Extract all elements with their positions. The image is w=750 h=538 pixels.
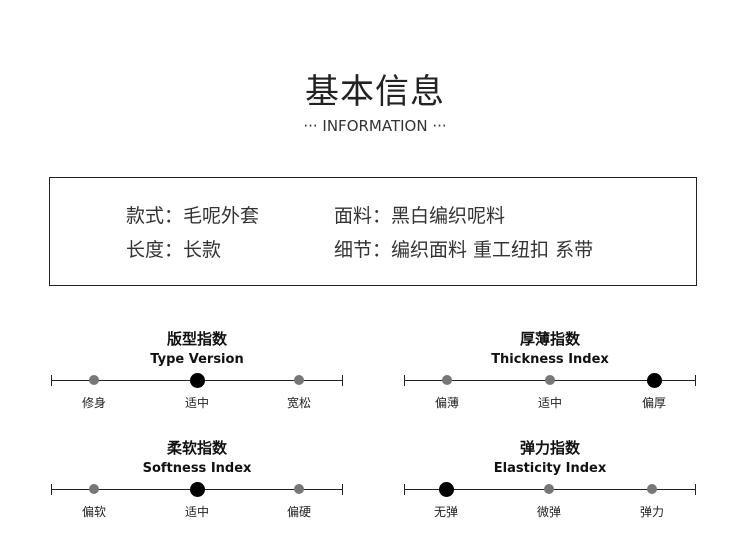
gauge-label-2: 偏硬 xyxy=(286,505,311,519)
gauge-softness-index: 柔软指数 Softness Index 偏软 适中 偏硬 xyxy=(51,438,343,538)
gauge-type-version: 版型指数 Type Version 修身 适中 宽松 xyxy=(51,329,343,429)
gauge-dot-1 xyxy=(544,484,554,494)
gauge-dot-1 xyxy=(190,373,205,388)
gauge-dot-0 xyxy=(442,375,452,385)
gauge-thickness-index: 厚薄指数 Thickness Index 偏薄 适中 偏厚 xyxy=(404,329,696,429)
gauge-tick-start xyxy=(404,484,405,495)
gauge-dot-0 xyxy=(89,375,99,385)
gauge-dot-2 xyxy=(294,375,304,385)
page-title: 基本信息 xyxy=(305,72,445,112)
gauge-label-1: 适中 xyxy=(184,505,209,519)
gauge-label-2: 偏厚 xyxy=(641,396,666,410)
gauge-subtitle: Elasticity Index xyxy=(493,461,607,476)
gauge-title: 弹力指数 xyxy=(519,439,580,457)
gauge-title: 柔软指数 xyxy=(166,439,227,457)
gauge-label-2: 弹力 xyxy=(639,505,664,519)
gauge-label-0: 偏薄 xyxy=(434,396,459,410)
gauge-tick-start xyxy=(404,375,405,386)
gauge-tick-end xyxy=(695,375,696,386)
gauge-dot-2 xyxy=(294,484,304,494)
info-box: 款式：毛呢外套 面料：黑白编织呢料 长度：长款 细节：编织面料 重工纽扣 系带 xyxy=(49,177,697,286)
gauge-label-1: 适中 xyxy=(537,396,562,410)
gauge-tick-end xyxy=(342,484,343,495)
gauge-label-2: 宽松 xyxy=(286,396,311,410)
gauge-tick-end xyxy=(342,375,343,386)
info-style: 款式：毛呢外套 xyxy=(126,205,260,227)
page-subtitle: ··· INFORMATION ··· xyxy=(303,117,447,135)
gauge-dot-2 xyxy=(647,484,657,494)
gauge-tick-end xyxy=(695,484,696,495)
gauge-tick-start xyxy=(51,375,52,386)
info-details: 细节：编织面料 重工纽扣 系带 xyxy=(334,239,594,261)
gauge-label-1: 微弹 xyxy=(536,505,561,519)
gauge-tick-start xyxy=(51,484,52,495)
gauge-label-0: 修身 xyxy=(81,396,106,410)
gauge-title: 厚薄指数 xyxy=(519,330,580,348)
gauge-elasticity-index: 弹力指数 Elasticity Index 无弹 微弹 弹力 xyxy=(404,438,696,538)
info-length: 长度：长款 xyxy=(126,239,222,261)
gauge-dot-1 xyxy=(190,482,205,497)
gauge-label-1: 适中 xyxy=(184,396,209,410)
gauge-subtitle: Type Version xyxy=(150,352,244,367)
gauge-subtitle: Thickness Index xyxy=(491,352,609,367)
gauge-dot-1 xyxy=(545,375,555,385)
gauge-title: 版型指数 xyxy=(166,330,227,348)
gauge-dot-0 xyxy=(89,484,99,494)
info-fabric: 面料：黑白编织呢料 xyxy=(334,205,506,227)
gauge-dot-0 xyxy=(439,482,454,497)
gauge-subtitle: Softness Index xyxy=(142,461,252,476)
gauge-dot-2 xyxy=(647,373,662,388)
gauge-label-0: 偏软 xyxy=(81,505,106,519)
gauge-label-0: 无弹 xyxy=(433,505,458,519)
